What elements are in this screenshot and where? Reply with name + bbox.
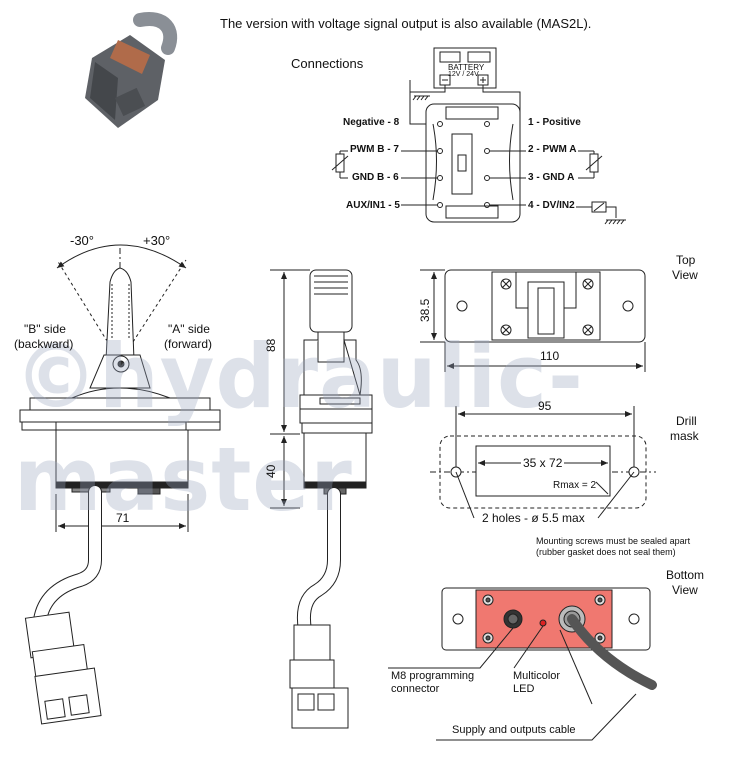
radius-label: Rmax = 2 (553, 480, 597, 491)
b-side-label: "B" side (24, 322, 66, 336)
bottom-view-title2: View (672, 583, 698, 597)
drill-mask-title: Drill (676, 414, 697, 428)
height-38-5-dim: 38.5 (418, 298, 432, 322)
top-view-title: Top (676, 253, 696, 267)
pin-4-label: 4 - DV/IN2 (528, 200, 575, 211)
pin-5-label: AUX/IN1 - 5 (346, 200, 400, 211)
top-view-title2: View (672, 268, 698, 282)
pin-8-label: Negative - 8 (343, 117, 400, 128)
pin-2-label: 2 - PWM A (528, 144, 577, 155)
a-side-direction: (forward) (164, 337, 213, 351)
top-view-drawing (420, 269, 646, 372)
m8-connector-label: M8 programming (391, 670, 475, 682)
angle-left: -30° (70, 233, 94, 248)
joystick-front-view (270, 269, 373, 729)
drill-mask-title2: mask (670, 429, 699, 443)
watermark-text: ©hydraulic-master (14, 325, 584, 531)
cutout-dim: 35 x 72 (521, 456, 565, 470)
pin-7-label: PWM B - 7 (350, 144, 399, 155)
height-88-dim: 88 (264, 338, 278, 352)
width-110-dim: 110 (540, 349, 560, 363)
battery-voltage: 12V / 24V (448, 71, 479, 78)
hole-spacing-95-dim: 95 (538, 399, 552, 413)
pin-3-label: 3 - GND A (528, 172, 575, 183)
pin-6-label: GND B - 6 (352, 172, 399, 183)
led-label: Multicolor (513, 670, 561, 682)
a-side-label: "A" side (168, 322, 210, 336)
height-40-dim: 40 (264, 464, 278, 478)
connector-schematic (331, 47, 626, 225)
joystick-side-view (19, 244, 221, 725)
bottom-view-title: Bottom (666, 568, 705, 582)
mounting-note-1: Mounting screws must be sealed apart (536, 536, 691, 546)
m8-connector-label2: connector (391, 683, 440, 695)
connections-title: Connections (291, 56, 364, 71)
width-71-dim: 71 (116, 511, 130, 525)
b-side-direction: (backward) (14, 337, 74, 351)
cable-label: Supply and outputs cable (452, 724, 576, 736)
connector-photo (85, 12, 178, 128)
pin-1-label: 1 - Positive (528, 117, 581, 128)
bottom-view-drawing (388, 587, 657, 741)
drill-mask-drawing (430, 406, 656, 519)
mas2l-note: The version with voltage signal output i… (220, 16, 592, 31)
angle-right: +30° (143, 233, 171, 248)
mounting-note-2: (rubber gasket does not seal them) (536, 547, 676, 557)
holes-label: 2 holes - ø 5.5 max (482, 511, 585, 525)
battery-label: BATTERY (448, 63, 485, 72)
led-label2: LED (513, 683, 535, 695)
